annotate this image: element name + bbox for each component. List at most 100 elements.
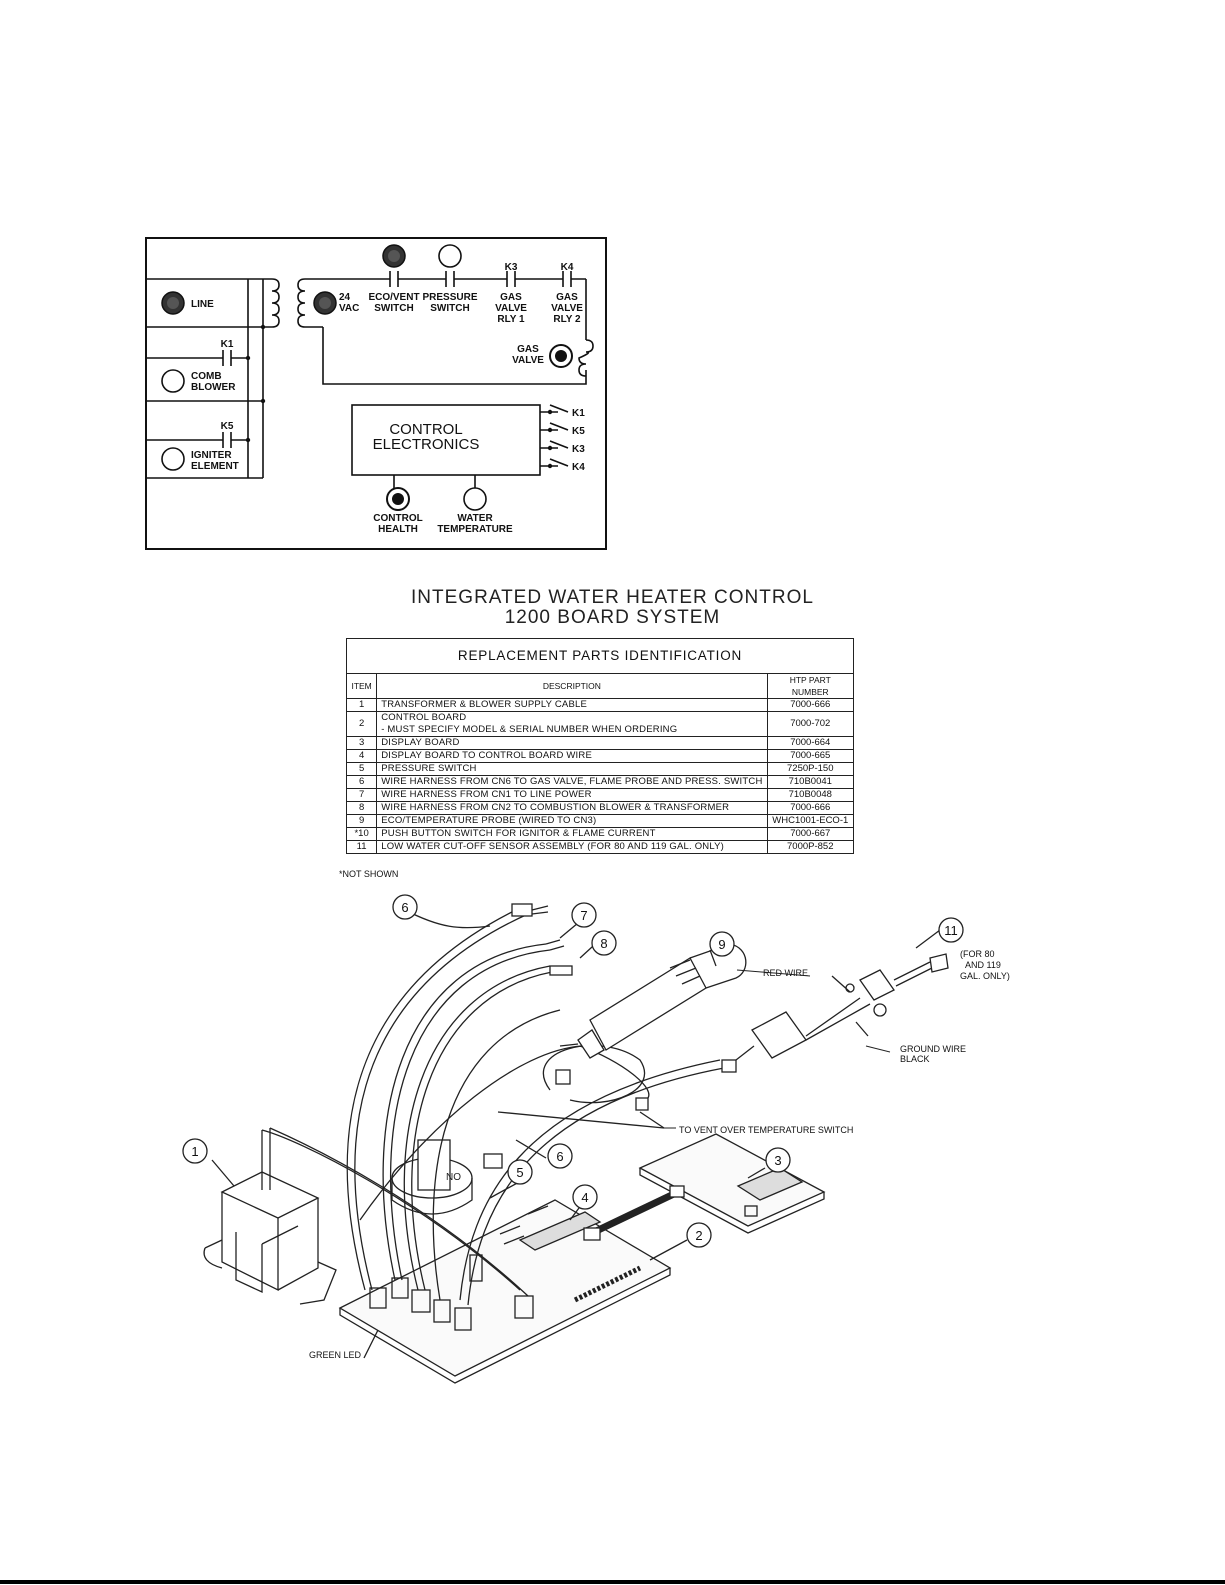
callout-7-bubble: [571, 902, 597, 928]
control-health-label-1: CONTROL: [373, 513, 422, 524]
row-description-line: TRANSFORMER & BLOWER SUPPLY CABLE: [381, 699, 588, 710]
callout-8-label: 8: [600, 936, 607, 951]
row-item: 9: [345, 814, 378, 828]
callout-3-bubble: [765, 1147, 791, 1173]
callout-2-bubble: [686, 1222, 712, 1248]
callout-6b-bubble: [547, 1143, 573, 1169]
water-temperature-lamp-icon: [463, 487, 487, 511]
callout-9-bubble: [709, 931, 735, 957]
ground-wire-label-1: GROUND WIRE: [900, 1044, 966, 1054]
relay-k3-label: K3: [572, 444, 585, 455]
callout-11-bubble: [938, 917, 964, 943]
rly2-label-2: VALVE: [551, 303, 583, 314]
comb-blower-lamp-icon: [161, 369, 185, 393]
callout-2-label: 2: [695, 1228, 702, 1243]
k4-top-label: K4: [561, 262, 574, 273]
ground-wire-label-2: BLACK: [900, 1054, 930, 1064]
pressure-label-1: PRESSURE: [422, 292, 477, 303]
eco-vent-lamp-icon: [382, 244, 406, 268]
callout-7-label: 7: [580, 908, 587, 923]
gas-valve-label-1: GAS: [517, 344, 539, 355]
row-item: 3: [345, 736, 378, 750]
row-part-number: 7000-702: [766, 711, 855, 737]
row-description-line: DISPLAY BOARD TO CONTROL BOARD WIRE: [381, 750, 592, 761]
callout-11-label: 11: [944, 923, 958, 938]
row-description-line: ECO/TEMPERATURE PROBE (WIRED TO CN3): [381, 815, 597, 826]
row-item: 11: [345, 840, 378, 854]
vac-lamp-icon: [313, 291, 337, 315]
line-label: LINE: [191, 299, 214, 310]
gas-valve-lamp-icon: [549, 344, 573, 368]
callout-6a-bubble: [392, 894, 418, 920]
green-led-label: GREEN LED: [309, 1350, 362, 1360]
relay-k5-label: K5: [572, 426, 585, 437]
igniter-label-2: ELEMENT: [191, 461, 239, 472]
control-board-outline: [338, 1199, 672, 1377]
k1-label: K1: [221, 339, 234, 350]
footnote: *NOT SHOWN: [339, 869, 399, 879]
ladder-schematic: LINE 24 VAC ECO/VENT SWITCH PRESSURE SWI…: [145, 237, 607, 550]
control-electronics-label-1: CONTROL: [389, 421, 462, 438]
title-line-1: INTEGRATED WATER HEATER CONTROL: [411, 587, 814, 608]
water-temp-label-1: WATER: [457, 513, 493, 524]
callout-5-label: 5: [516, 1165, 523, 1180]
igniter-lamp-icon: [161, 447, 185, 471]
for-80-label-3: GAL. ONLY): [960, 971, 1010, 981]
relay-k4-label: K4: [572, 462, 585, 473]
rly2-label-3: RLY 2: [553, 314, 581, 325]
callout-4-bubble: [572, 1184, 598, 1210]
microcontroller-chip: [518, 1211, 602, 1251]
replacement-parts-table: REPLACEMENT PARTS IDENTIFICATION ITEM DE…: [345, 638, 855, 854]
row-part-number: 7000P-852: [766, 840, 855, 854]
row-description-line: WIRE HARNESS FROM CN2 TO COMBUSTION BLOW…: [381, 802, 730, 813]
rly2-label-1: GAS: [556, 292, 578, 303]
page-bottom-rule: [0, 1580, 1225, 1584]
comb-blower-label-1: COMB: [191, 371, 222, 382]
wire-harness-bundle: [261, 907, 725, 1306]
line-lamp-icon: [161, 291, 185, 315]
row-description-line: WIRE HARNESS FROM CN1 TO LINE POWER: [381, 789, 592, 800]
rly1-label-2: VALVE: [495, 303, 527, 314]
title-line-2: 1200 BOARD SYSTEM: [504, 607, 721, 628]
callout-9-label: 9: [718, 937, 725, 952]
seven-segment-display: [736, 1167, 804, 1201]
pressure-label-2: SWITCH: [430, 303, 469, 314]
vac-label-1: 24: [339, 292, 351, 303]
callout-3-label: 3: [774, 1153, 781, 1168]
low-water-sensor-assembly: [735, 953, 949, 1061]
pressure-lamp-icon: [438, 244, 462, 268]
row-description-line: PRESSURE SWITCH: [381, 763, 477, 774]
callout-6a-label: 6: [401, 900, 408, 915]
row-item: 7: [345, 788, 378, 802]
board-connectors: [369, 1254, 534, 1331]
vent-switch-label: TO VENT OVER TEMPERATURE SWITCH: [679, 1125, 853, 1135]
igniter-label-1: IGNITER: [191, 450, 232, 461]
row-description-line: WIRE HARNESS FROM CN6 TO GAS VALVE, FLAM…: [381, 776, 763, 787]
k3-top-label: K3: [505, 262, 518, 273]
row-description-line: CONTROL BOARD: [381, 712, 467, 723]
control-health-lamp-icon: [386, 487, 410, 511]
callout-1-bubble: [182, 1138, 208, 1164]
control-health-label-2: HEALTH: [378, 524, 418, 535]
transformer: [203, 1171, 337, 1305]
callout-5-bubble: [507, 1159, 533, 1185]
row-description-line: DISPLAY BOARD: [381, 737, 460, 748]
svg-text:NO: NO: [446, 1172, 461, 1183]
for-80-label-1: (FOR 80: [960, 949, 995, 959]
rly1-label-1: GAS: [500, 292, 522, 303]
relay-k1-label: K1: [572, 408, 585, 419]
schematic-border: [145, 237, 607, 550]
for-80-label-2: AND 119: [965, 960, 1001, 970]
row-description-line: - MUST SPECIFY MODEL & SERIAL NUMBER WHE…: [381, 724, 678, 735]
row-description-line: LOW WATER CUT-OFF SENSOR ASSEMBLY (FOR 8…: [381, 841, 725, 852]
red-wire-label: RED WIRE: [763, 968, 808, 978]
control-electronics-label-2: ELECTRONICS: [373, 436, 480, 453]
